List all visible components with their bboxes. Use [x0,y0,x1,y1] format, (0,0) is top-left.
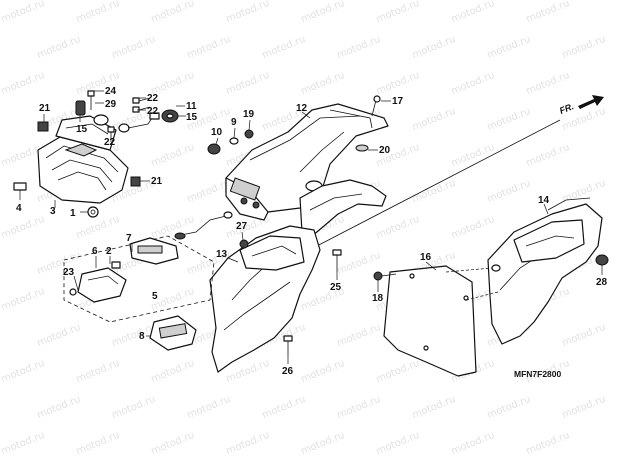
diagram-code: MFN7F2800 [514,369,562,379]
inner-fender-part-13 [209,179,387,373]
callout-1: 1 [70,208,76,219]
callout-7: 7 [126,233,132,244]
callout-12: 12 [296,103,308,114]
callout-11: 11 [186,101,197,112]
rear-fender-part-14 [487,197,609,345]
front-direction-indicator: FR. [558,95,604,116]
callout-13: 13 [216,249,228,260]
callout-20: 20 [379,145,391,156]
callout-2: 2 [106,246,112,257]
direction-label: FR. [558,101,575,116]
callout-15-second: 15 [186,112,198,123]
callout-18: 18 [372,293,384,304]
callout-22-second: 22 [147,106,159,117]
callout-3: 3 [50,206,56,217]
callout-26: 26 [282,366,294,377]
callout-14: 14 [538,195,550,206]
callout-4: 4 [16,203,22,214]
license-light-group [63,211,233,323]
license-plate-part-16 [383,265,499,377]
callout-8: 8 [139,331,145,342]
part-21-clip-lower [130,176,141,187]
callout-23: 23 [63,267,75,278]
taillight-assembly [37,115,129,204]
callout-27: 27 [236,221,248,232]
callout-19: 19 [243,109,255,120]
callout-22-third: 22 [104,137,116,148]
leader-lines-center [73,231,338,364]
center-fasteners [239,239,342,356]
cowl-grommets [207,95,381,155]
callout-28: 28 [596,277,608,288]
callout-9: 9 [231,117,237,128]
callout-5: 5 [152,291,158,302]
callout-29: 29 [105,99,117,110]
callout-labels: 21 15 24 29 22 22 11 15 22 21 4 3 1 10 9… [16,86,608,377]
direction-arrow-icon [578,95,604,109]
section-divider-line [312,119,561,249]
license-lens-part-8 [149,315,197,351]
callout-24: 24 [105,86,117,97]
leader-lines-taillight [19,90,186,213]
rear-cowl-part-12 [225,103,389,221]
callout-22: 22 [147,93,159,104]
callout-15: 15 [76,124,88,135]
callout-6: 6 [92,246,98,257]
part-1-nut [87,206,99,218]
callout-21-second: 21 [151,176,163,187]
callout-17: 17 [392,96,404,107]
callout-25: 25 [330,282,342,293]
part-4-pad [13,182,27,191]
leader-lines-right [377,203,603,292]
leader-lines-cowl [215,100,391,151]
callout-16: 16 [420,252,432,263]
callout-10: 10 [211,127,223,138]
callout-21: 21 [39,103,51,114]
part-21-clip [37,121,49,132]
bulb-socket-parts [75,90,179,140]
